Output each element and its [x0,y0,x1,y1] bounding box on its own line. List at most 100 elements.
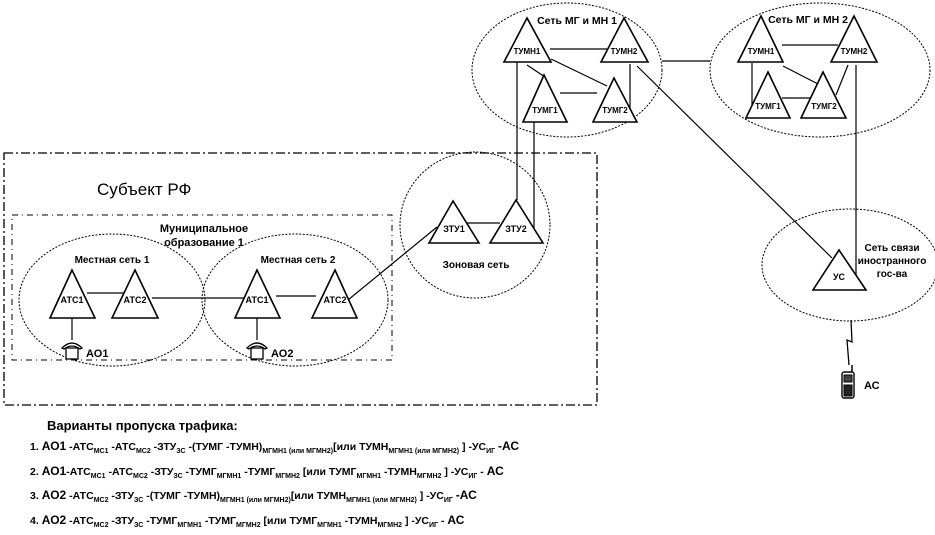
route-segment: -АТС [66,465,91,478]
label-subject-rf: Субъект РФ [97,180,191,199]
route-subscript: МГМН1 [177,521,202,529]
route-segment: -ТУМГ [182,465,217,478]
route-subscript: МС2 [133,472,148,480]
route-subscript: МС2 [93,521,109,529]
route-subscript: МГМН1 [356,472,382,480]
route-segment: [или ТУМН [290,490,347,502]
local-network-1-ellipse [18,233,206,367]
label-mg2-tumn2: ТУМН2 [841,47,868,56]
route-subscript: МС2 [93,497,109,504]
label-foreign-network-1: Сеть связи [864,243,919,254]
route-segment: 1. [30,441,42,453]
route-list: 1. АО1 -АТСМС1 -АТСМС2 -ЗТУЗС -(ТУМГ -ТУ… [30,437,930,535]
local-network-2-ellipse [201,233,389,367]
link-mg2-tumn2-tumg2 [835,64,849,96]
route-segment: ] -УС [402,514,430,527]
route-segment: ] -УС [416,490,444,502]
route-item: 4. АО2 -АТСМС2 -ЗТУЗС -ТУМГМГМН1 -ТУМГМГ… [30,511,930,535]
route-subscript: МГМН2 [275,472,300,480]
node-local1-atc1 [48,268,97,319]
route-endpoint: -АС [455,488,477,502]
label-mg1-tumn1: ТУМН1 [514,47,541,56]
node-mg1-tumn1 [502,16,553,63]
route-segment: -АТС [108,441,136,453]
label-ao1: АО1 [86,348,108,360]
route-subscript: ИГ [486,448,496,455]
route-segment: -ТУМН [341,514,378,527]
label-mg2-tumn1: ТУМН1 [748,47,775,56]
foreign-network-ellipse [761,208,935,322]
route-segment: [или ТУМН [333,441,389,453]
route-segment: 3. [30,490,42,502]
route-endpoint: АО1 [41,463,67,478]
label-local1-atc2: АТС2 [123,295,146,305]
route-endpoint: АС [447,512,465,527]
route-subscript: МГМН2 [377,521,403,529]
label-municipal-1: Муниципальное [160,223,248,235]
label-mgmn2-network: Сеть МГ и МН 2 [768,14,848,26]
node-mg2-tumn1 [736,14,785,63]
route-subscript: ИГ [443,497,453,504]
route-segment: -(ТУМГ -ТУМН) [143,490,221,502]
route-endpoint: -АС [498,439,520,453]
route-segment: -ЗТУ [150,441,177,453]
route-subscript: МГМН2 [236,521,261,529]
label-local2-atc2: АТС2 [323,295,346,305]
node-local2-atc1 [233,268,282,319]
label-mg1-tumn2: ТУМН2 [611,47,638,56]
label-mgmn1-network: Сеть МГ и МН 1 [537,15,617,27]
route-segment: -ТУМГ [143,514,178,527]
node-mg2-tumg2 [799,70,848,119]
link-mg2-tumn1-tumg2 [782,65,819,85]
node-mg2-tumg1 [744,70,792,119]
node-local1-atc2 [110,268,160,319]
phone-icon-ao2 [245,342,269,360]
label-ao2: АО2 [271,348,293,360]
route-segment: - [438,514,448,527]
route-subscript: ЗС [176,448,186,455]
node-local2-atc2 [310,268,359,319]
node-mg1-tumn2 [599,16,650,63]
label-local2-atc1: АТС1 [245,295,268,305]
traffic-routes-section: Варианты пропуска трафика: 1. АО1 -АТСМС… [30,418,930,535]
phone-icon-ao1 [60,342,84,360]
municipal-boundary [11,214,393,361]
radio-link-icon [846,319,853,366]
label-mg1-tumg2: ТУМГ2 [602,106,628,115]
route-segment: 4. [30,514,42,527]
route-segment: -АТС [66,490,94,502]
link-mg1-tumn1-tumg1 [526,64,546,78]
route-segment: [или ТУМГ [260,514,318,527]
subject-rf-boundary [3,152,598,406]
route-subscript: ИГ [468,472,478,480]
route-subscript: МС1 [93,448,109,455]
label-zone-network: Зоновая сеть [443,260,510,271]
label-mg1-tumg1: ТУМГ1 [532,106,558,115]
route-item: 2. АО1-АТСМС1 -АТСМС2 -ЗТУЗС -ТУМГМГМН1 … [30,462,930,487]
node-mg2-tumn2 [829,14,879,63]
label-foreign-network-3: гос-ва [877,269,908,280]
link-mg1-tumn1-tumg2 [550,58,608,87]
route-segment: -АТС [66,441,94,453]
label-local-network-1: Местная сеть 1 [75,255,150,266]
node-mg1-tumg1 [521,73,569,123]
node-zone-ztu2 [488,198,545,244]
mgmn2-network-ellipse [709,2,931,138]
node-us [811,248,868,291]
route-subscript: МГМН1 (или МГМН2) [220,497,291,504]
zone-network-ellipse [399,151,551,299]
label-foreign-network-2: иностранного [858,256,927,267]
node-zone-ztu1 [427,199,481,244]
label-us: УС [833,272,846,282]
route-segment: - [477,465,487,478]
route-segment: -АТС [105,465,134,478]
route-subscript: ЗС [173,472,183,480]
label-zone-ztu1: ЗТУ1 [443,224,464,234]
routes-title: Варианты пропуска трафика: [47,418,238,433]
route-endpoint: АО1 [41,439,67,453]
route-subscript: ИГ [429,521,439,529]
link-local2-atc2-ztu1 [347,226,438,301]
route-subscript: МГМН1 (или МГМН2) [388,448,460,455]
route-endpoint: АО2 [41,512,67,527]
